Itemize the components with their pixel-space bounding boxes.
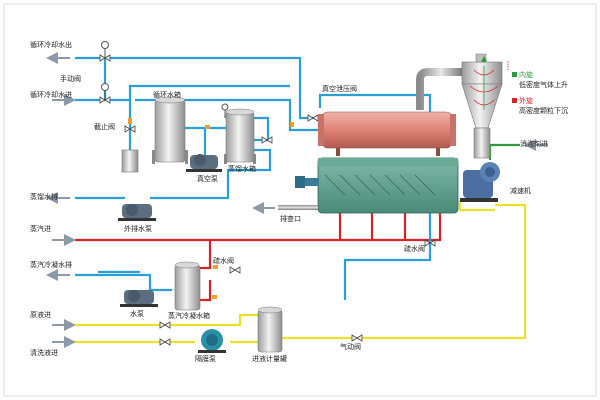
slag-outlet-pipe bbox=[278, 205, 318, 210]
legend-outer-desc: 高密度颗粒下沉 bbox=[519, 107, 568, 115]
frame-border bbox=[3, 3, 597, 397]
defoamer-line bbox=[488, 143, 520, 160]
label-vacuum-pump: 真空泵 bbox=[197, 175, 218, 183]
condensate-tank bbox=[174, 261, 201, 311]
condenser bbox=[318, 111, 456, 156]
legend-inner-swatch bbox=[512, 72, 517, 77]
feed-lines bbox=[75, 200, 527, 344]
label-water-pump: 水泵 bbox=[130, 310, 144, 318]
label-pneumatic-valve: 气动阀 bbox=[340, 343, 361, 351]
steam-lines bbox=[75, 213, 442, 302]
label-cutoff-valve: 截止阀 bbox=[94, 123, 115, 131]
label-circulating-tank: 循环水箱 bbox=[153, 91, 181, 99]
label-drain-valve-1: 疏水阀 bbox=[213, 257, 234, 265]
drain-pump-unit bbox=[118, 204, 156, 221]
legend-outer-title: 外旋 bbox=[519, 97, 533, 105]
inlet-outlet-arrows bbox=[46, 52, 548, 348]
label-slag-outlet: 排查口 bbox=[280, 215, 301, 223]
label-cleaning-liquid-in: 清洗液进 bbox=[30, 349, 58, 357]
legend-inner-desc: 低密度气体上升 bbox=[519, 81, 568, 89]
legend-inner-title: 内旋 bbox=[519, 71, 533, 79]
valves bbox=[99, 54, 436, 346]
drain-line bbox=[343, 213, 432, 300]
label-condensate-discharge: 蒸汽冷凝水排 bbox=[30, 261, 72, 269]
label-diaphragm-pump: 隔膜泵 bbox=[195, 355, 216, 363]
label-distilled-tank: 蒸馏水箱 bbox=[228, 165, 256, 173]
distilled-water-tank bbox=[224, 108, 256, 164]
reducer-unit bbox=[460, 162, 500, 202]
label-reducer: 减速机 bbox=[510, 187, 531, 195]
label-cooling-water-out: 循环冷却水出 bbox=[30, 41, 72, 49]
circulating-water-tank bbox=[152, 96, 188, 164]
metering-tank bbox=[257, 306, 283, 353]
buffer-tank bbox=[121, 149, 139, 173]
label-water-discharge: 蒸馏水排 bbox=[30, 193, 58, 201]
pressure-gauges bbox=[101, 41, 229, 118]
label-metering-tank: 进液计量罐 bbox=[252, 355, 287, 363]
label-steam-in: 蒸汽进 bbox=[30, 225, 51, 233]
label-cooling-water-in: 循环冷却水进 bbox=[30, 91, 72, 99]
label-defoamer-in: 消泡剂进 bbox=[520, 140, 548, 148]
label-drain-valve-2: 疏水阀 bbox=[404, 245, 425, 253]
diaphragm-pump-unit bbox=[198, 329, 226, 353]
vacuum-pump-unit bbox=[186, 154, 222, 172]
label-raw-liquid-in: 原液进 bbox=[30, 311, 51, 319]
water-pump-unit bbox=[120, 290, 158, 307]
cyclone-separator bbox=[416, 53, 503, 159]
legend-outer-swatch bbox=[512, 98, 517, 103]
label-condensate-tank: 蒸汽冷凝水箱 bbox=[168, 312, 210, 320]
label-drain-pump: 外排水泵 bbox=[124, 225, 152, 233]
label-manual-valve: 手动阀 bbox=[60, 75, 81, 83]
main-dryer-vessel bbox=[295, 157, 459, 214]
valve-markers bbox=[128, 118, 294, 299]
label-vacuum-release-valve: 真空泄压阀 bbox=[322, 85, 357, 93]
